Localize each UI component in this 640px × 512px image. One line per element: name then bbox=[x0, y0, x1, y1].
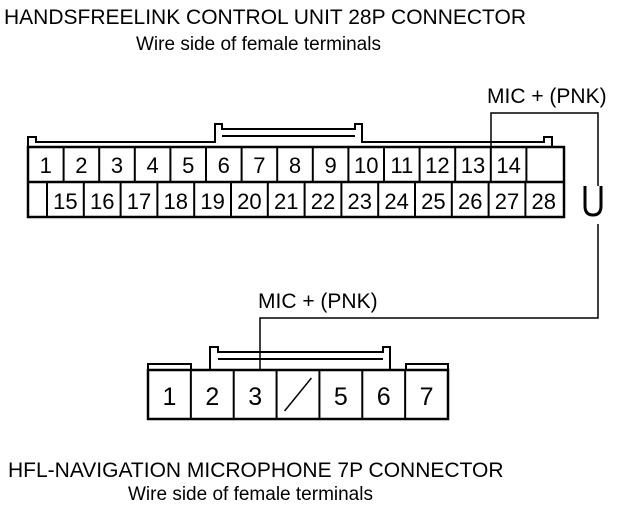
pin-9: 9 bbox=[324, 153, 336, 178]
unused-cavity-slash bbox=[283, 377, 313, 412]
pin-20: 20 bbox=[237, 189, 261, 214]
pin-24: 24 bbox=[384, 189, 408, 214]
pin-19: 19 bbox=[200, 189, 224, 214]
pin-2: 2 bbox=[75, 153, 87, 178]
pin-6: 6 bbox=[377, 383, 391, 411]
pin-11: 11 bbox=[390, 153, 413, 178]
pin-17: 17 bbox=[127, 189, 151, 214]
pin-5: 5 bbox=[182, 153, 194, 178]
bottom-connector: 1 2 3 5 6 7 bbox=[146, 346, 450, 421]
pin-8: 8 bbox=[289, 153, 301, 178]
pin-3: 3 bbox=[248, 383, 262, 411]
wire-break-symbol bbox=[583, 186, 603, 217]
pin-28: 28 bbox=[532, 189, 556, 214]
pin-21: 21 bbox=[274, 189, 298, 214]
bottom-connector-title: HFL-NAVIGATION MICROPHONE 7P CONNECTOR bbox=[8, 459, 504, 482]
top-connector-subtitle: Wire side of female terminals bbox=[136, 34, 381, 55]
pin-26: 26 bbox=[458, 189, 482, 214]
pin-2: 2 bbox=[205, 383, 219, 411]
wire-label-top: MIC + (PNK) bbox=[487, 85, 607, 108]
top-connector-title: HANDSFREELINK CONTROL UNIT 28P CONNECTOR bbox=[4, 6, 526, 29]
bottom-connector-subtitle: Wire side of female terminals bbox=[128, 484, 373, 505]
pin-4: 4 bbox=[146, 153, 158, 178]
pin-1: 1 bbox=[40, 153, 52, 178]
pin-7: 7 bbox=[420, 383, 434, 411]
pin-10: 10 bbox=[354, 153, 378, 178]
wire-segment-bottom bbox=[259, 224, 599, 370]
pin-14: 14 bbox=[496, 153, 520, 178]
pin-27: 27 bbox=[495, 189, 519, 214]
top-connector-bottom-row: 15 16 17 18 19 20 21 22 23 24 25 26 27 28 bbox=[46, 182, 556, 217]
bottom-connector-pins: 1 2 3 5 6 7 bbox=[162, 370, 434, 419]
pin-13: 13 bbox=[461, 153, 485, 178]
bottom-connector-housing bbox=[147, 346, 449, 371]
pin-12: 12 bbox=[425, 153, 449, 178]
pin-1: 1 bbox=[162, 383, 176, 411]
pin-5: 5 bbox=[334, 383, 348, 411]
mic-wire bbox=[259, 112, 603, 370]
pin-6: 6 bbox=[218, 153, 230, 178]
wire-segment-top bbox=[490, 112, 599, 186]
pin-23: 23 bbox=[348, 189, 372, 214]
pin-7: 7 bbox=[253, 153, 265, 178]
top-connector-housing bbox=[27, 123, 553, 147]
pin-25: 25 bbox=[421, 189, 445, 214]
pin-15: 15 bbox=[53, 189, 77, 214]
pin-16: 16 bbox=[90, 189, 114, 214]
wire-label-bottom: MIC + (PNK) bbox=[258, 290, 378, 313]
pin-3: 3 bbox=[111, 153, 123, 178]
pin-18: 18 bbox=[164, 189, 188, 214]
pin-22: 22 bbox=[311, 189, 335, 214]
bottom-connector-body bbox=[146, 368, 450, 421]
